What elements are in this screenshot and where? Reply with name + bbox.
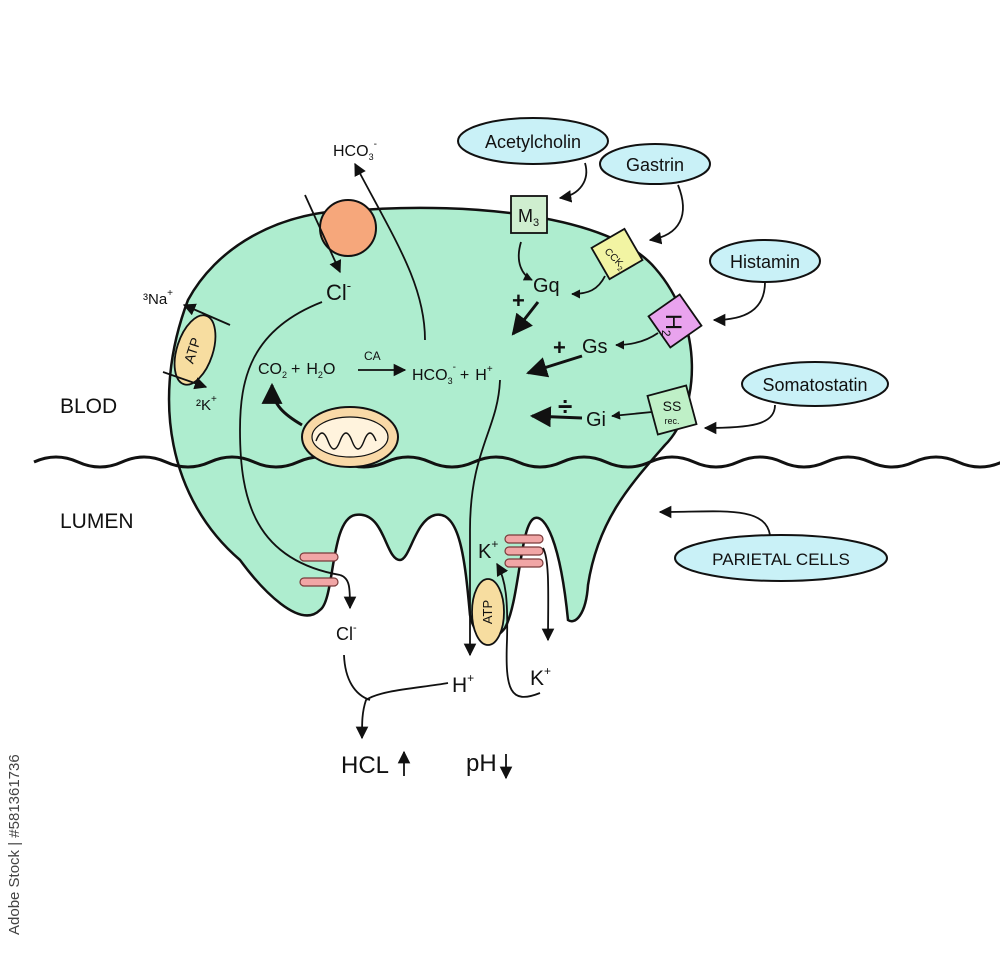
carbonic-acid-reaction: CO2+H2O: [258, 361, 335, 380]
basolateral-atp-label: ATP: [181, 336, 204, 366]
histamine-label: Histamin: [730, 252, 800, 272]
chloride-channel-upper: [299, 552, 339, 562]
carbonic-anhydrase-label: CA: [364, 349, 381, 363]
k-channel-middle: [504, 546, 544, 556]
na-efflux-arrow: [182, 303, 231, 326]
acetylcholine-arrow: [558, 162, 588, 203]
na-k-atpase: [173, 314, 217, 386]
ss-receptor-sublabel: rec.: [664, 416, 679, 426]
k-channel-lumen-arrow: [541, 547, 555, 642]
somatostatin-arrow: [703, 404, 776, 435]
cl-to-hcl-curve: [343, 654, 371, 701]
k-influx-arrow: [162, 371, 208, 390]
mitochondrion-cristae: [315, 432, 377, 450]
ss-to-gi-arrow: [611, 410, 653, 420]
cck2-to-gq-arrow: [571, 275, 606, 299]
m3-receptor-label: M3: [518, 206, 539, 229]
hco3-efflux-arrow: [354, 162, 426, 341]
stock-watermark: Adobe Stock | #581361736: [6, 754, 23, 935]
acetylcholine-label: Acetylcholin: [485, 132, 581, 152]
lumen-region-label: LUMEN: [60, 510, 134, 533]
cck2-receptor: [590, 227, 644, 281]
h2-receptor-label: H2: [659, 314, 686, 337]
chloride-lumen-arrow: [339, 574, 357, 610]
gi-effect-arrow: [529, 406, 583, 428]
h2-to-gs-arrow: [615, 332, 659, 350]
gi-label: Gi: [586, 409, 606, 431]
histamine-arrow: [712, 281, 766, 327]
somatostatin-label: Somatostatin: [762, 375, 867, 395]
proton-pathway-arrow: [463, 379, 501, 657]
h-lumen-label: H+: [452, 671, 474, 697]
k-pump-label: K+: [478, 537, 498, 563]
k-lumen-label: K+: [530, 664, 551, 690]
gs-effect-arrow: [525, 354, 583, 378]
gastrin-label: Gastrin: [626, 155, 684, 175]
acetylcholine-oval: [457, 117, 609, 165]
parietal-cells-oval: [674, 534, 888, 582]
m3-receptor: [510, 195, 548, 234]
k-recycle-arrow: [496, 562, 541, 698]
h-to-hcl-arrow: [355, 682, 449, 740]
hco3-out-label: HCO3-: [333, 139, 377, 162]
ph-label: pH: [466, 750, 497, 777]
m3-to-gq-arrow: [517, 241, 533, 281]
mitochondrion-co2-arrow: [261, 382, 303, 427]
gs-sign: +: [553, 335, 566, 360]
gastrin-arrow: [648, 184, 684, 245]
parietal-cell-body: [167, 206, 694, 640]
k-channel-upper: [504, 534, 544, 544]
membrane-line: [33, 455, 1000, 469]
chloride-channel-lower: [299, 577, 339, 587]
cl-in-label: Cl-: [326, 278, 351, 305]
na-label: ³Na+: [143, 288, 173, 308]
gq-sign: +: [512, 288, 525, 313]
ss-receptor-label: SS: [663, 398, 682, 414]
k-channel-lower: [504, 558, 544, 568]
somatostatin-oval: [741, 361, 889, 407]
h-k-atpase: [471, 578, 505, 646]
apical-atp-label: ATP: [480, 600, 495, 624]
chloride-pathway-line: [239, 301, 341, 576]
cl-influx-arrow: [304, 194, 342, 274]
gastrin-oval: [599, 143, 711, 185]
k-in-label: ²K+: [196, 394, 217, 414]
gs-label: Gs: [582, 336, 608, 358]
cl-lumen-label: Cl-: [336, 622, 357, 644]
h2-receptor: [647, 293, 703, 349]
somatostatin-receptor: [646, 384, 698, 436]
parietal-cells-pointer-arrow: [658, 505, 771, 536]
blood-region-label: BLOD: [60, 395, 117, 418]
gq-label: Gq: [533, 275, 560, 297]
gi-sign: ÷: [558, 391, 572, 421]
parietal-cells-label: PARIETAL CELLS: [712, 550, 850, 569]
gq-effect-arrow: [511, 301, 540, 336]
reaction-products: HCO3-+H+: [412, 362, 493, 386]
hcl-label: HCL: [341, 752, 389, 779]
